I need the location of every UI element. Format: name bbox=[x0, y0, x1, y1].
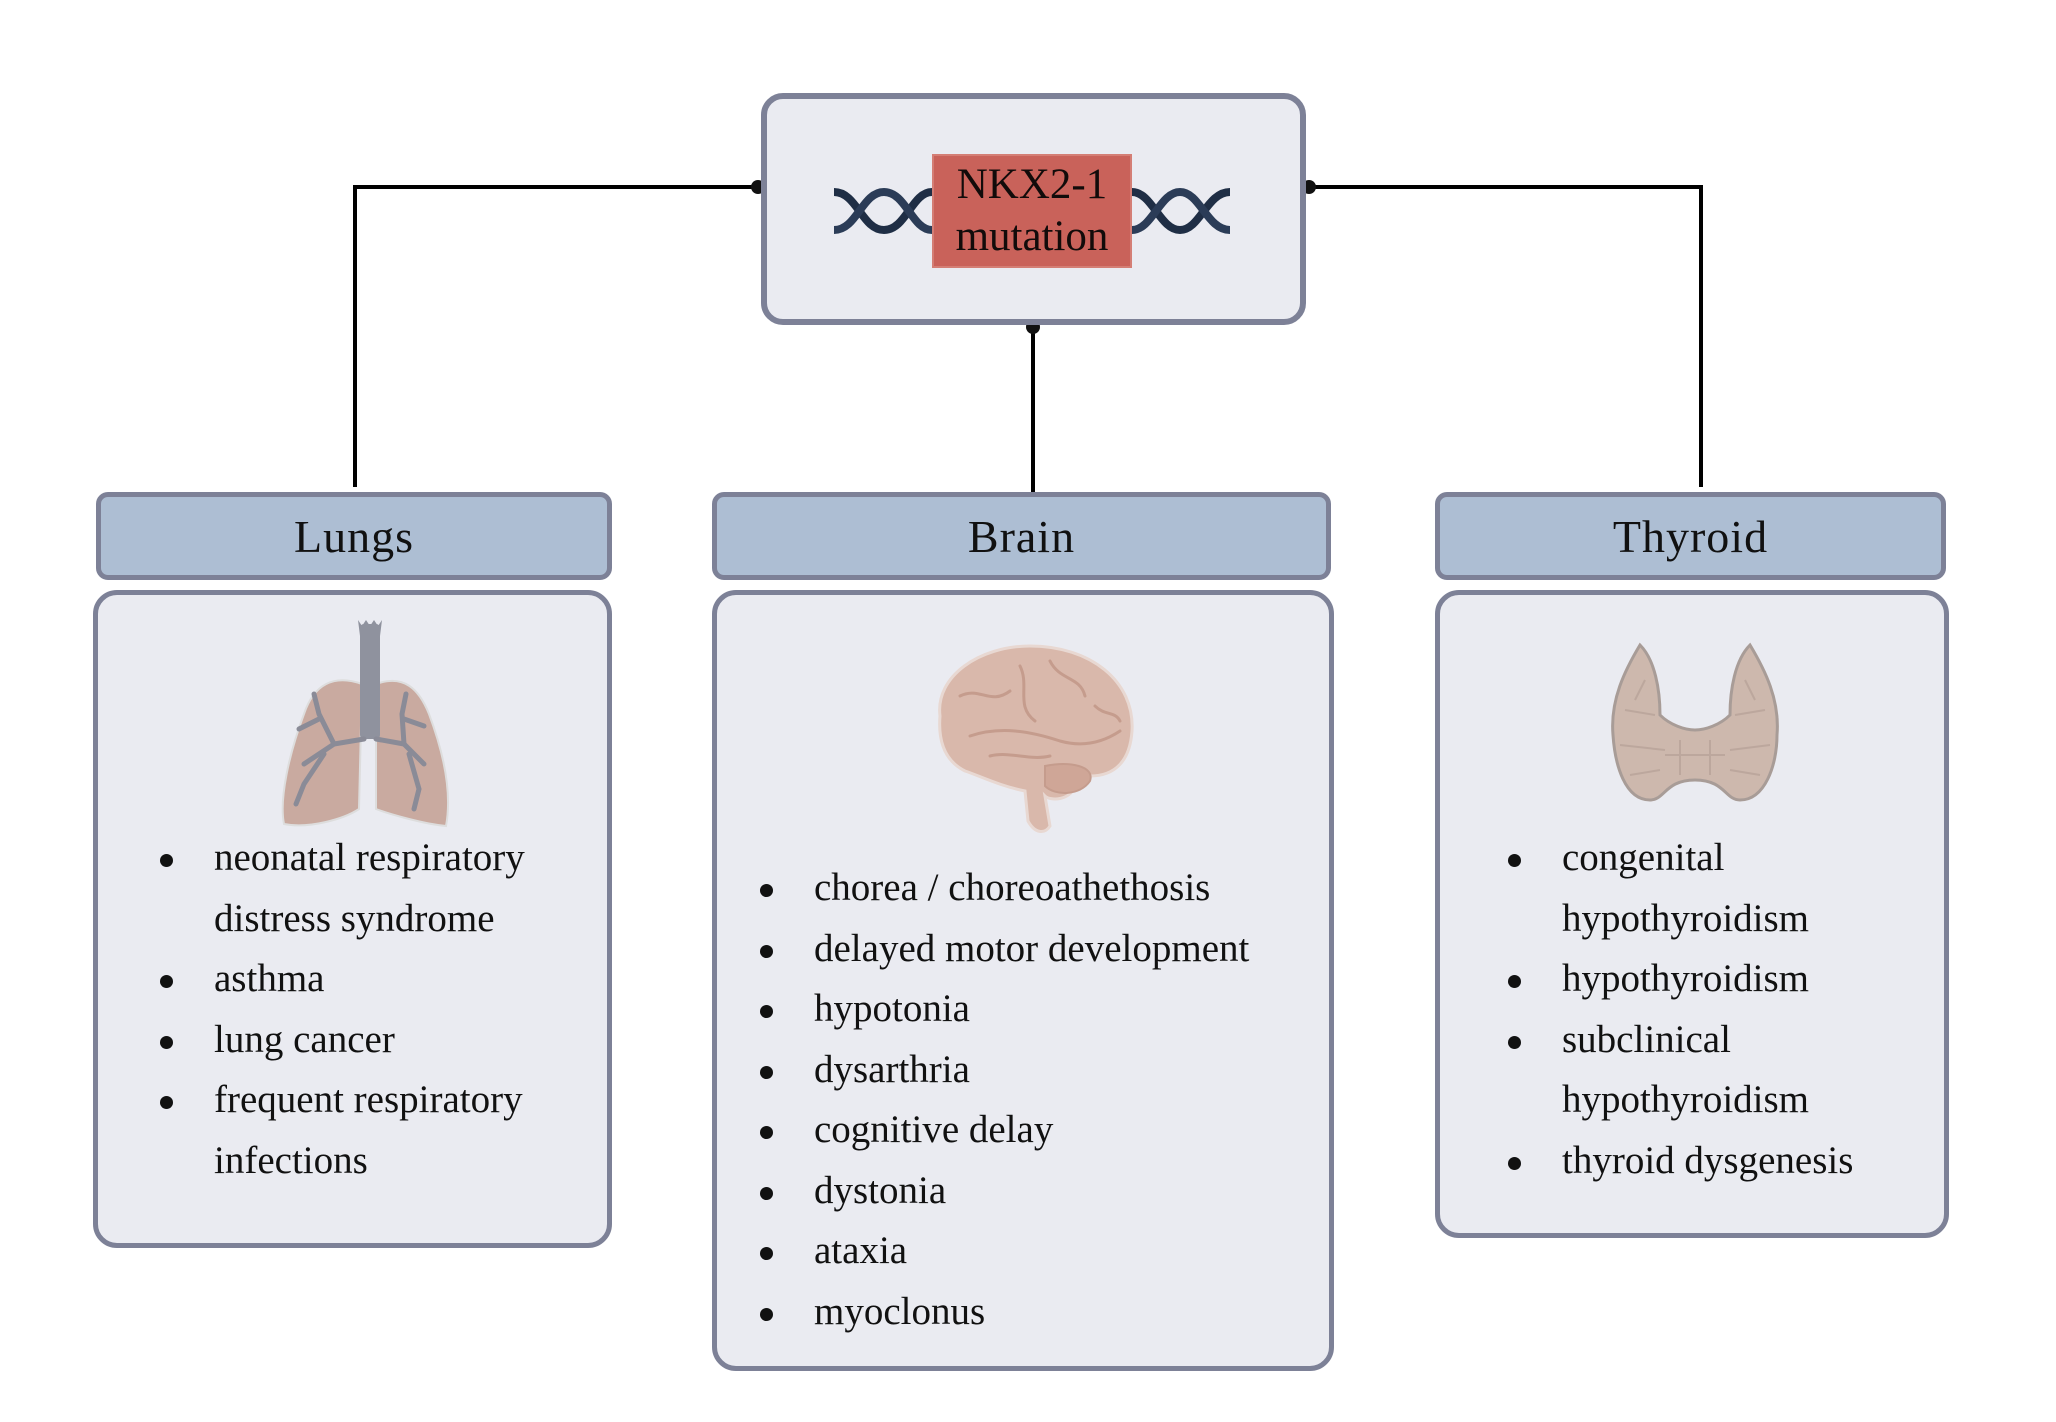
list-item: frequent respiratory infections bbox=[152, 1070, 572, 1191]
list-item: dysarthria bbox=[752, 1040, 1312, 1101]
connector-thyroid-vertical bbox=[1699, 185, 1703, 487]
brain-icon bbox=[938, 644, 1134, 833]
lungs-panel bbox=[93, 590, 612, 1248]
brain-title: Brain bbox=[967, 510, 1076, 562]
list-item: myoclonus bbox=[752, 1282, 1312, 1343]
list-item: hypotonia bbox=[752, 979, 1312, 1040]
brain-symptom-list: chorea / choreoathethosis delayed motor … bbox=[752, 858, 1312, 1342]
lungs-symptom-list: neonatal respiratory distress syndrome a… bbox=[152, 828, 572, 1191]
list-item: cognitive delay bbox=[752, 1100, 1312, 1161]
thyroid-header: Thyroid bbox=[1435, 492, 1946, 580]
connector-thyroid-horizontal bbox=[1300, 185, 1702, 189]
lungs-title: Lungs bbox=[294, 510, 414, 562]
thyroid-icon bbox=[1611, 642, 1779, 802]
list-item: ataxia bbox=[752, 1221, 1312, 1282]
list-item: chorea / choreoathethosis bbox=[752, 858, 1312, 919]
connector-brain-vertical bbox=[1031, 325, 1035, 492]
mutation-text: mutation bbox=[955, 213, 1109, 260]
list-item: thyroid dysgenesis bbox=[1500, 1131, 1930, 1192]
thyroid-panel bbox=[1435, 590, 1949, 1238]
connector-lungs-horizontal bbox=[353, 185, 761, 189]
dna-helix-icon bbox=[833, 187, 932, 235]
list-item: subclinical hypothyroidism bbox=[1500, 1010, 1930, 1131]
list-item: asthma bbox=[152, 949, 572, 1010]
dna-helix-icon bbox=[1132, 187, 1231, 235]
list-item: dystonia bbox=[752, 1161, 1312, 1222]
list-item: hypothyroidism bbox=[1500, 949, 1930, 1010]
list-item: congenital hypothyroidism bbox=[1500, 828, 1930, 949]
list-item: delayed motor development bbox=[752, 919, 1312, 980]
list-item: lung cancer bbox=[152, 1010, 572, 1071]
connector-lungs-vertical bbox=[353, 185, 357, 487]
brain-header: Brain bbox=[712, 492, 1331, 580]
gene-name: NKX2-1 bbox=[956, 161, 1108, 208]
lungs-icon bbox=[281, 620, 449, 828]
mutation-label: NKX2-1 mutation bbox=[932, 154, 1132, 268]
thyroid-symptom-list: congenital hypothyroidism hypothyroidism… bbox=[1500, 828, 1930, 1191]
thyroid-title: Thyroid bbox=[1612, 510, 1769, 562]
lungs-header: Lungs bbox=[96, 492, 612, 580]
list-item: neonatal respiratory distress syndrome bbox=[152, 828, 572, 949]
